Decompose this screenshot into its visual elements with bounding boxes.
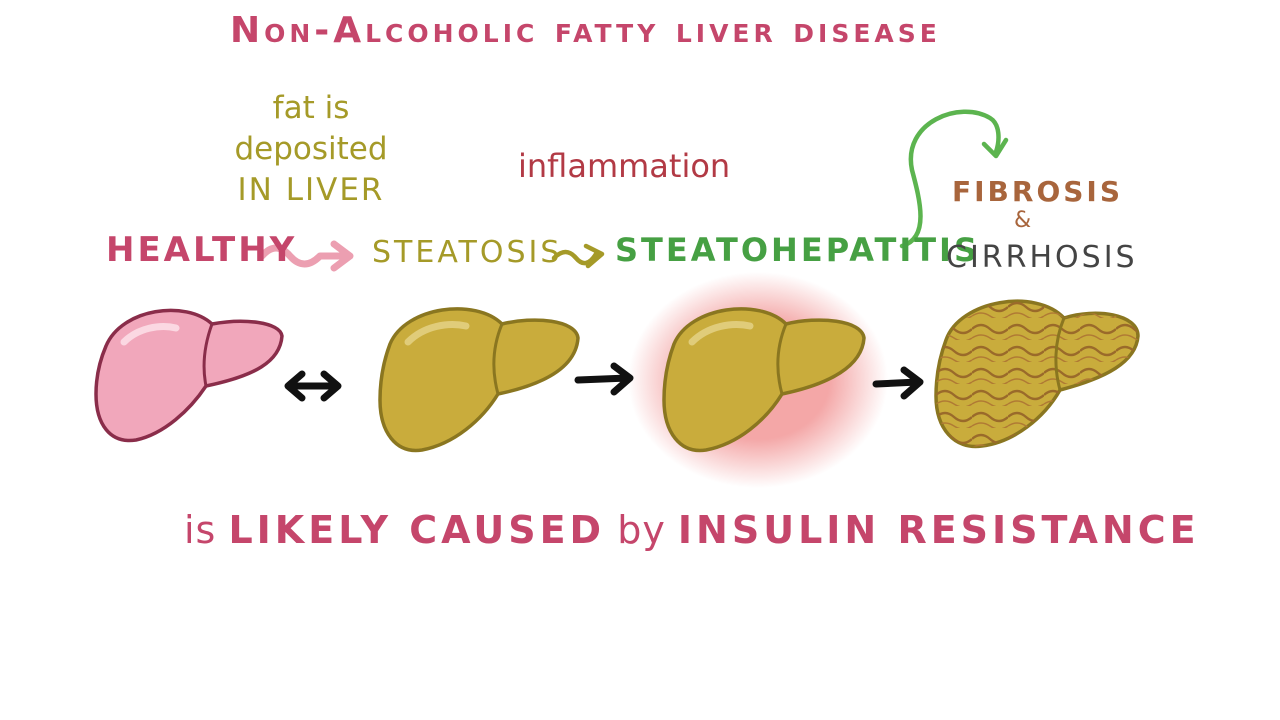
fat-deposit-note: fat is deposited in LIVER: [226, 88, 396, 211]
stage-fibrosis-label: Fibrosis: [952, 175, 1123, 208]
squiggle-arrow-icon: [258, 240, 354, 272]
stage-healthy-label: Healthy: [106, 230, 298, 270]
squiggle-arrow-icon: [551, 243, 605, 269]
caption-insulin-resistance: Insulin Resistance: [677, 508, 1200, 552]
fibrotic-liver: [934, 299, 1140, 449]
inflamed-liver: [628, 272, 888, 488]
curved-arrow-icon: [899, 109, 1009, 249]
caption-by: by: [617, 508, 666, 552]
note-line: deposited: [234, 131, 388, 167]
right-arrow-icon: [872, 366, 924, 400]
note-line: fat is: [272, 90, 350, 126]
caption-likely-caused: Likely Caused: [228, 508, 606, 552]
stage-steatosis-label: Steatosis: [372, 235, 563, 270]
page-title: Non-Alcoholic fatty liver disease: [230, 10, 941, 51]
note-line: in LIVER: [237, 172, 385, 208]
caption-is: is: [184, 508, 217, 552]
healthy-liver: [94, 308, 284, 443]
inflammation-note: inflammation: [518, 147, 731, 185]
stage-steatohepatitis-label: Steatohepatitis: [615, 231, 980, 269]
double-arrow-icon: [284, 370, 342, 402]
right-arrow-icon: [574, 362, 634, 396]
stage-cirrhosis-label: Cirrhosis: [946, 240, 1138, 275]
ampersand: &: [1014, 208, 1032, 233]
cause-caption: is Likely Caused by Insulin Resistance: [184, 508, 1200, 552]
fatty-liver: [378, 307, 580, 453]
